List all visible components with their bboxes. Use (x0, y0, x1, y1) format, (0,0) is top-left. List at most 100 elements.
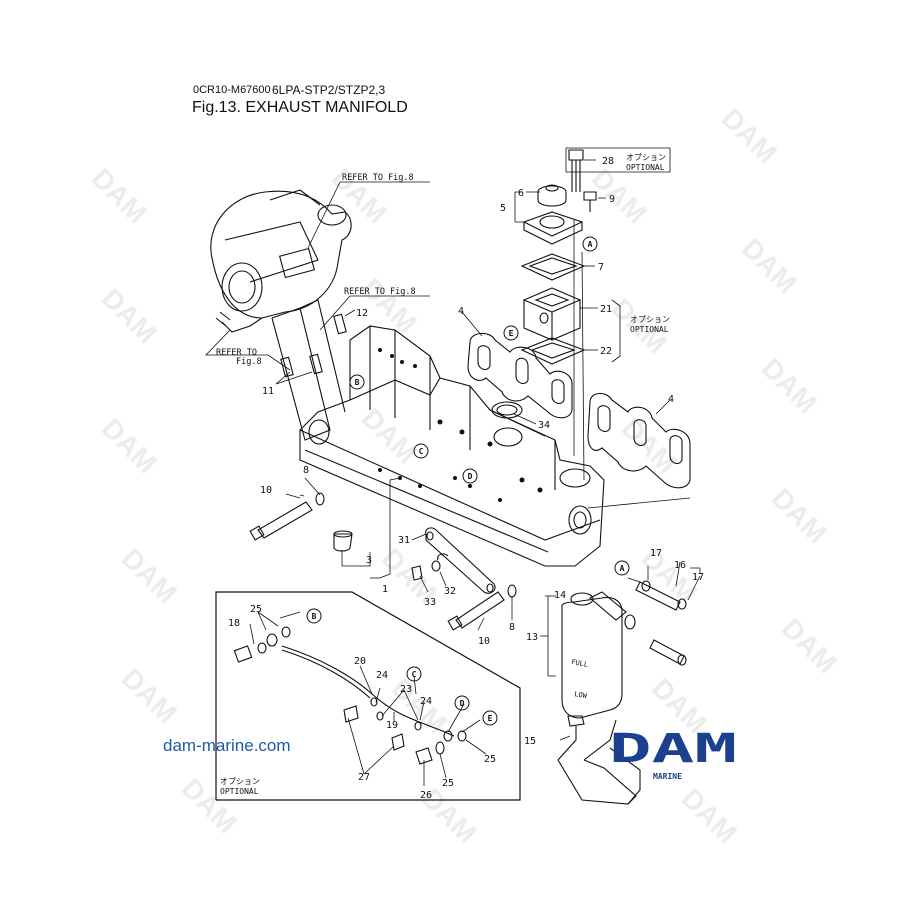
part-number-5: 5 (500, 203, 506, 214)
part-number-22: 22 (600, 346, 612, 357)
optional-label-en: OPTIONAL (626, 163, 665, 172)
part-number-11: 11 (262, 386, 274, 397)
refer-label-top: REFER TO Fig.8 (342, 173, 414, 183)
callout-letter: C (412, 670, 417, 679)
hose-16-drawing (635, 580, 687, 611)
callout-letter: C (419, 447, 424, 456)
callout-letter: A (588, 240, 593, 249)
bolt-28-drawing (568, 149, 584, 192)
refer-label-mid: REFER TO Fig.8 (344, 287, 416, 297)
callout-letter: E (488, 714, 493, 723)
part-number-4: 4 (458, 306, 464, 317)
gauge-full-label: FULL (571, 658, 589, 669)
watermark-text: DAM (96, 412, 163, 479)
callout-letter: D (460, 699, 465, 708)
part-number-20: 20 (354, 656, 366, 667)
part-number-7: 7 (598, 262, 604, 273)
part-number-8: 8 (509, 622, 515, 633)
website-link[interactable]: dam-marine.com (163, 736, 291, 755)
part-number-19: 19 (386, 720, 398, 731)
watermark-text: DAM (776, 612, 843, 679)
part-number-32: 32 (444, 586, 456, 597)
logo-main-text: DAM (609, 726, 737, 772)
part-number-31: 31 (398, 535, 410, 546)
bolt-33-drawing (411, 565, 423, 581)
part-number-12: 12 (356, 308, 368, 319)
bolt-10-upper-drawing (249, 492, 325, 541)
part-number-9: 9 (609, 194, 615, 205)
part-number-6: 6 (518, 188, 524, 199)
dam-marine-logo: DAM MARINE (609, 726, 737, 781)
watermark-text: DAM (716, 102, 783, 169)
gasket-4-right (587, 392, 691, 489)
part-number-26: 26 (420, 790, 432, 801)
document-code: 0CR10-M67600 (193, 84, 271, 96)
part-number-15: 15 (524, 736, 536, 747)
callout-letter: B (355, 378, 360, 387)
part-number-21: 21 (600, 304, 612, 315)
part-number-27: 27 (358, 772, 370, 783)
part-number-4: 4 (668, 394, 674, 405)
part-number-1: 1 (382, 584, 388, 595)
bracket-31-drawing (425, 527, 496, 594)
part-number-25: 25 (484, 754, 496, 765)
part-number-28: 28 (602, 156, 614, 167)
part-number-10: 10 (260, 485, 272, 496)
part-number-14: 14 (554, 590, 566, 601)
part-number-24: 24 (420, 696, 432, 707)
callout-letter: B (312, 612, 317, 621)
studs-drawing (280, 313, 347, 378)
part-number-34: 34 (538, 420, 550, 431)
watermark-text: DAM (736, 232, 803, 299)
part-number-33: 33 (424, 597, 436, 608)
watermark-text: DAM (766, 482, 833, 549)
part-number-18: 18 (228, 618, 240, 629)
optional-label-jp: オプション (220, 777, 260, 786)
logo-sub-text: MARINE (653, 772, 682, 781)
part-number-25: 25 (250, 604, 262, 615)
refer-label-left-2: Fig.8 (236, 357, 262, 367)
callout-letter: D (468, 472, 473, 481)
gasket-4-left (467, 332, 573, 419)
part-number-8: 8 (303, 465, 309, 476)
exhaust-manifold-drawing (299, 325, 605, 567)
callout-circles (306, 236, 630, 726)
watermark-text: DAM (116, 662, 183, 729)
part-number-25: 25 (442, 778, 454, 789)
bolt-10-lower-drawing (447, 584, 517, 631)
watermark-text: DAM (676, 782, 743, 849)
optional-box (215, 591, 521, 801)
engine-model: 6LPA-STP2/STZP2,3 (272, 83, 386, 97)
callout-letter: A (620, 564, 625, 573)
watermark-text: DAM (756, 352, 823, 419)
part-number-10: 10 (478, 636, 490, 647)
watermark-text: DAM (86, 162, 153, 229)
turbocharger-drawing (210, 189, 352, 333)
plug-3-drawing (333, 533, 353, 552)
hose-lower-drawing (649, 639, 685, 665)
callout-letter: E (509, 329, 514, 338)
part-number-23: 23 (400, 684, 412, 695)
optional-label-en: OPTIONAL (220, 787, 259, 796)
bracket-15-drawing (557, 715, 641, 805)
leader-lines (205, 147, 701, 786)
optional-label-jp: オプション (626, 153, 666, 162)
watermark-text: DAM (116, 542, 183, 609)
bolt-9-drawing (583, 191, 597, 212)
washer-32-drawing (431, 560, 441, 572)
optional-label-jp: オプション (630, 315, 670, 324)
watermark-text: DAM (96, 282, 163, 349)
part-number-3: 3 (366, 555, 372, 566)
figure-title: Fig.13. EXHAUST MANIFOLD (192, 99, 408, 116)
part-number-17: 17 (650, 548, 662, 559)
part-number-24: 24 (376, 670, 388, 681)
riser-stack-drawing (520, 184, 586, 365)
gasket-34-drawing (491, 401, 523, 419)
expansion-tank-drawing (561, 591, 636, 719)
refer-label-left-1: REFER TO (216, 348, 257, 358)
gauge-low-label: LOW (574, 690, 589, 700)
turbo-connection-pipe (271, 299, 346, 441)
optional-label-en: OPTIONAL (630, 325, 669, 334)
